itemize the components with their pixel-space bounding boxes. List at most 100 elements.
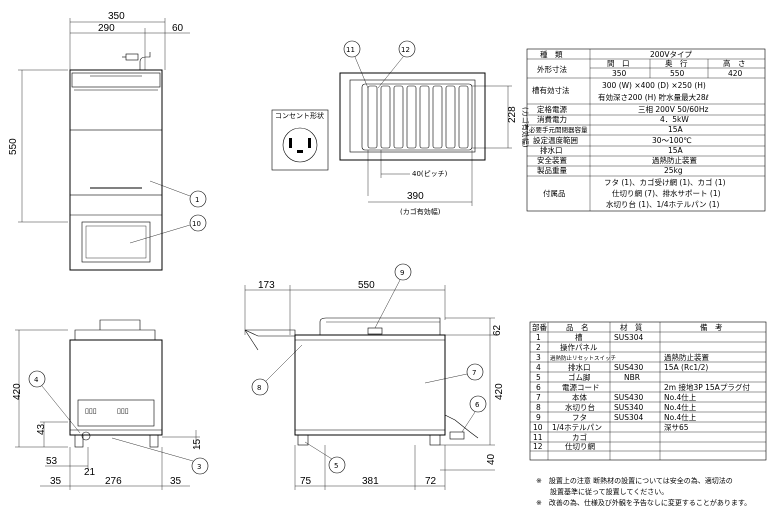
callout-5: 5: [334, 462, 338, 470]
parts-name-9: フタ: [572, 413, 587, 422]
spec-value-weight: 25kg: [664, 166, 683, 175]
spec-label-tank: 槽有効寸法: [532, 85, 570, 95]
callout-6: 6: [475, 401, 480, 409]
parts-note-3: 過熱防止装置: [664, 352, 709, 362]
spec-label-type: 種 類: [540, 49, 563, 59]
control-panel-display-a: ▯▯▯: [85, 407, 97, 415]
control-panel-display-b: ▯▯▯: [117, 407, 129, 415]
spec-value-temp: 30～100℃: [652, 136, 692, 145]
parts-no-6: 6: [536, 383, 541, 392]
parts-mat-7: SUS430: [614, 393, 644, 402]
dim-low-276: 276: [105, 476, 122, 487]
parts-name-5: ゴム脚: [568, 372, 591, 382]
parts-header-no: 部番: [532, 322, 547, 332]
dim-basket-width: 390: [407, 191, 424, 202]
spec-value-safety: 過熱防止装置: [652, 155, 697, 165]
parts-header-note: 備 考: [700, 322, 723, 332]
dim-low-43: 43: [36, 423, 47, 435]
parts-name-10: 1/4ホテルパン: [552, 423, 602, 432]
dim-side-381: 381: [362, 476, 379, 487]
parts-note-10: 深サ65: [664, 423, 689, 432]
parts-no-3: 3: [536, 353, 541, 362]
dim-pitch: 40(ピッチ): [412, 170, 448, 178]
dim-low-height: 420: [12, 383, 23, 400]
spec-label-power-source: 定格電源: [537, 104, 567, 114]
parts-name-8: 水切り台: [565, 402, 595, 412]
parts-table: 部番 品 名 材 質 備 考 1 槽 SUS304 2 操作パネル 3 過熱防止…: [529, 321, 767, 461]
parts-note-9: No.4仕上: [664, 412, 697, 422]
note-line-1: ※ 設置上の注意 断熱材の設置については安全の為、適切法の: [536, 476, 733, 485]
parts-note-8: No.4仕上: [664, 402, 697, 412]
spec-label-consumption: 消費電力: [537, 114, 567, 124]
spec-value-consumption: 4．5kW: [660, 115, 689, 124]
parts-mat-8: SUS340: [614, 403, 644, 412]
note-line-2: 設置基準に従って設置してください。: [536, 487, 668, 496]
outlet-label: コンセント形状: [275, 111, 324, 120]
spec-value-power-source: 三相 200V 50/60Hz: [638, 104, 708, 114]
parts-name-6: 電源コード: [562, 383, 600, 392]
callout-3: 3: [197, 463, 201, 471]
dim-front-height: 550: [8, 138, 19, 155]
callout-12: 12: [401, 46, 410, 54]
parts-no-4: 4: [536, 363, 541, 372]
callout-11: 11: [346, 46, 355, 54]
parts-note-6: 2m 接地3P 15Aプラグ付: [664, 382, 750, 392]
spec-label-breaker: 必要手元開閉器容量: [529, 125, 588, 134]
parts-name-12: 仕切り網: [565, 441, 595, 451]
spec-accessory-line-1: フタ (1)、カゴ受け網 (1)、カゴ (1): [604, 177, 726, 187]
notes: ※ 設置上の注意 断熱材の設置については安全の為、適切法の 設置基準に従って設置…: [536, 476, 751, 507]
parts-name-11: カゴ: [572, 432, 587, 442]
parts-note-7: No.4仕上: [664, 392, 697, 402]
spec-value-drain: 15A: [668, 146, 684, 155]
parts-note-4: 15A (Rc1/2): [664, 363, 708, 372]
dim-cord: 60: [172, 23, 184, 34]
spec-value-breaker: 15A: [668, 125, 684, 134]
dim-basket-width-note: (カゴ有効幅): [400, 207, 441, 216]
parts-name-2: 操作パネル: [560, 342, 598, 352]
parts-no-11: 11: [533, 433, 543, 442]
dim-body-width: 290: [98, 23, 115, 34]
parts-no-1: 1: [536, 333, 541, 342]
spec-sub-height: 高 さ: [723, 58, 746, 68]
dim-low-21: 21: [84, 467, 96, 478]
parts-no-12: 12: [533, 442, 543, 451]
note-line-3: ※ 改善の為、仕様及び外観を予告なしに変更することがあります。: [536, 498, 751, 507]
dim-side-72: 72: [425, 476, 437, 487]
spec-table: 種 類 200Vタイプ 外形寸法 間 口 奥 行 高 さ 350 550 420…: [526, 48, 766, 212]
callout-7: 7: [472, 369, 476, 377]
spec-label-accessories: 付属品: [543, 188, 566, 198]
dim-side-foot: 40: [486, 453, 497, 465]
callout-9: 9: [400, 269, 404, 277]
dim-total-width: 350: [108, 11, 125, 22]
parts-no-9: 9: [536, 413, 541, 422]
spec-sub-depth: 奥 行: [665, 58, 688, 68]
parts-no-5: 5: [536, 373, 541, 382]
callout-8: 8: [257, 384, 261, 392]
parts-no-2: 2: [536, 343, 541, 352]
parts-name-7: 本体: [572, 392, 587, 402]
spec-val-depth: 550: [670, 69, 685, 78]
parts-mat-9: SUS304: [614, 413, 644, 422]
dim-side-top: 62: [492, 324, 503, 336]
parts-mat-4: SUS430: [614, 363, 644, 372]
spec-label-weight: 製品重量: [537, 165, 567, 175]
spec-label-size: 外形寸法: [537, 64, 567, 74]
parts-name-4: 排水口: [568, 362, 591, 372]
spec-val-height: 420: [728, 69, 743, 78]
spec-value-tank-2: 有効深さ200 (H) 貯水量最大28ℓ: [598, 92, 709, 102]
parts-name-1: 槽: [575, 332, 583, 342]
spec-label-safety: 安全装置: [537, 155, 567, 165]
spec-accessory-line-2: 仕切り網 (7)、排水サポート (1): [612, 188, 721, 198]
parts-name-3: 過熱防止リセットスイッチ: [550, 354, 616, 362]
front-low-view: ▯▯▯ ▯▯▯ 420 43 15 53 21 35 276 35 4 3: [12, 319, 209, 490]
dim-low-15: 15: [192, 438, 203, 450]
spec-value-type: 200Vタイプ: [650, 50, 692, 59]
dim-low-35b: 35: [170, 476, 182, 487]
spec-label-temp: 設定温度範囲: [533, 135, 578, 145]
outlet-shape: コンセント形状: [271, 109, 329, 171]
parts-header-name: 品 名: [566, 322, 589, 332]
dim-low-53: 53: [46, 456, 58, 467]
spec-val-width: 350: [612, 69, 627, 78]
